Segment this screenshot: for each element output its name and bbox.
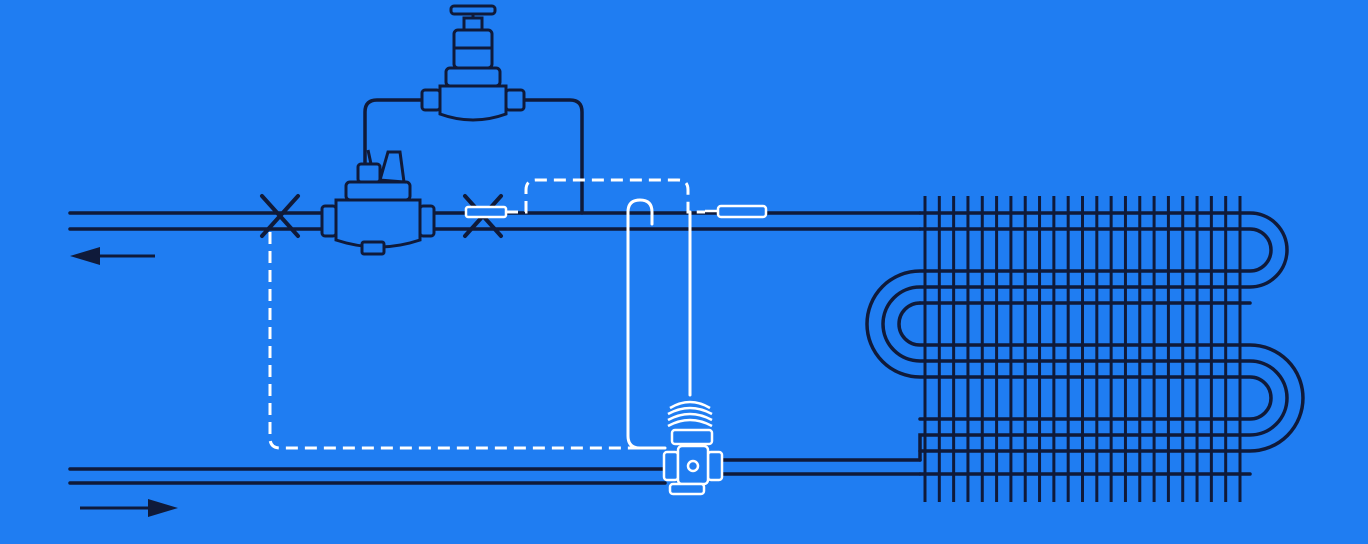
arrow-right-icon — [80, 499, 178, 517]
pilot-regulator-icon — [420, 4, 526, 122]
main-regulator-icon — [320, 149, 436, 256]
sensing-bulb-icon — [705, 204, 768, 219]
expansion-valve-icon — [662, 400, 724, 496]
evaporator-tubes — [865, 211, 1305, 476]
liquid-line — [68, 458, 922, 485]
evaporator-fins — [923, 196, 1242, 502]
evaporator-coil — [865, 196, 1305, 502]
pilot-bypass-line — [363, 98, 584, 215]
stop-valve-x-marker-left — [260, 194, 300, 238]
capillary-tube — [626, 198, 692, 450]
arrow-left-icon — [70, 247, 155, 265]
pressure-sensor-fitting-icon — [464, 205, 508, 219]
equalizer-line-dashed — [268, 178, 705, 450]
